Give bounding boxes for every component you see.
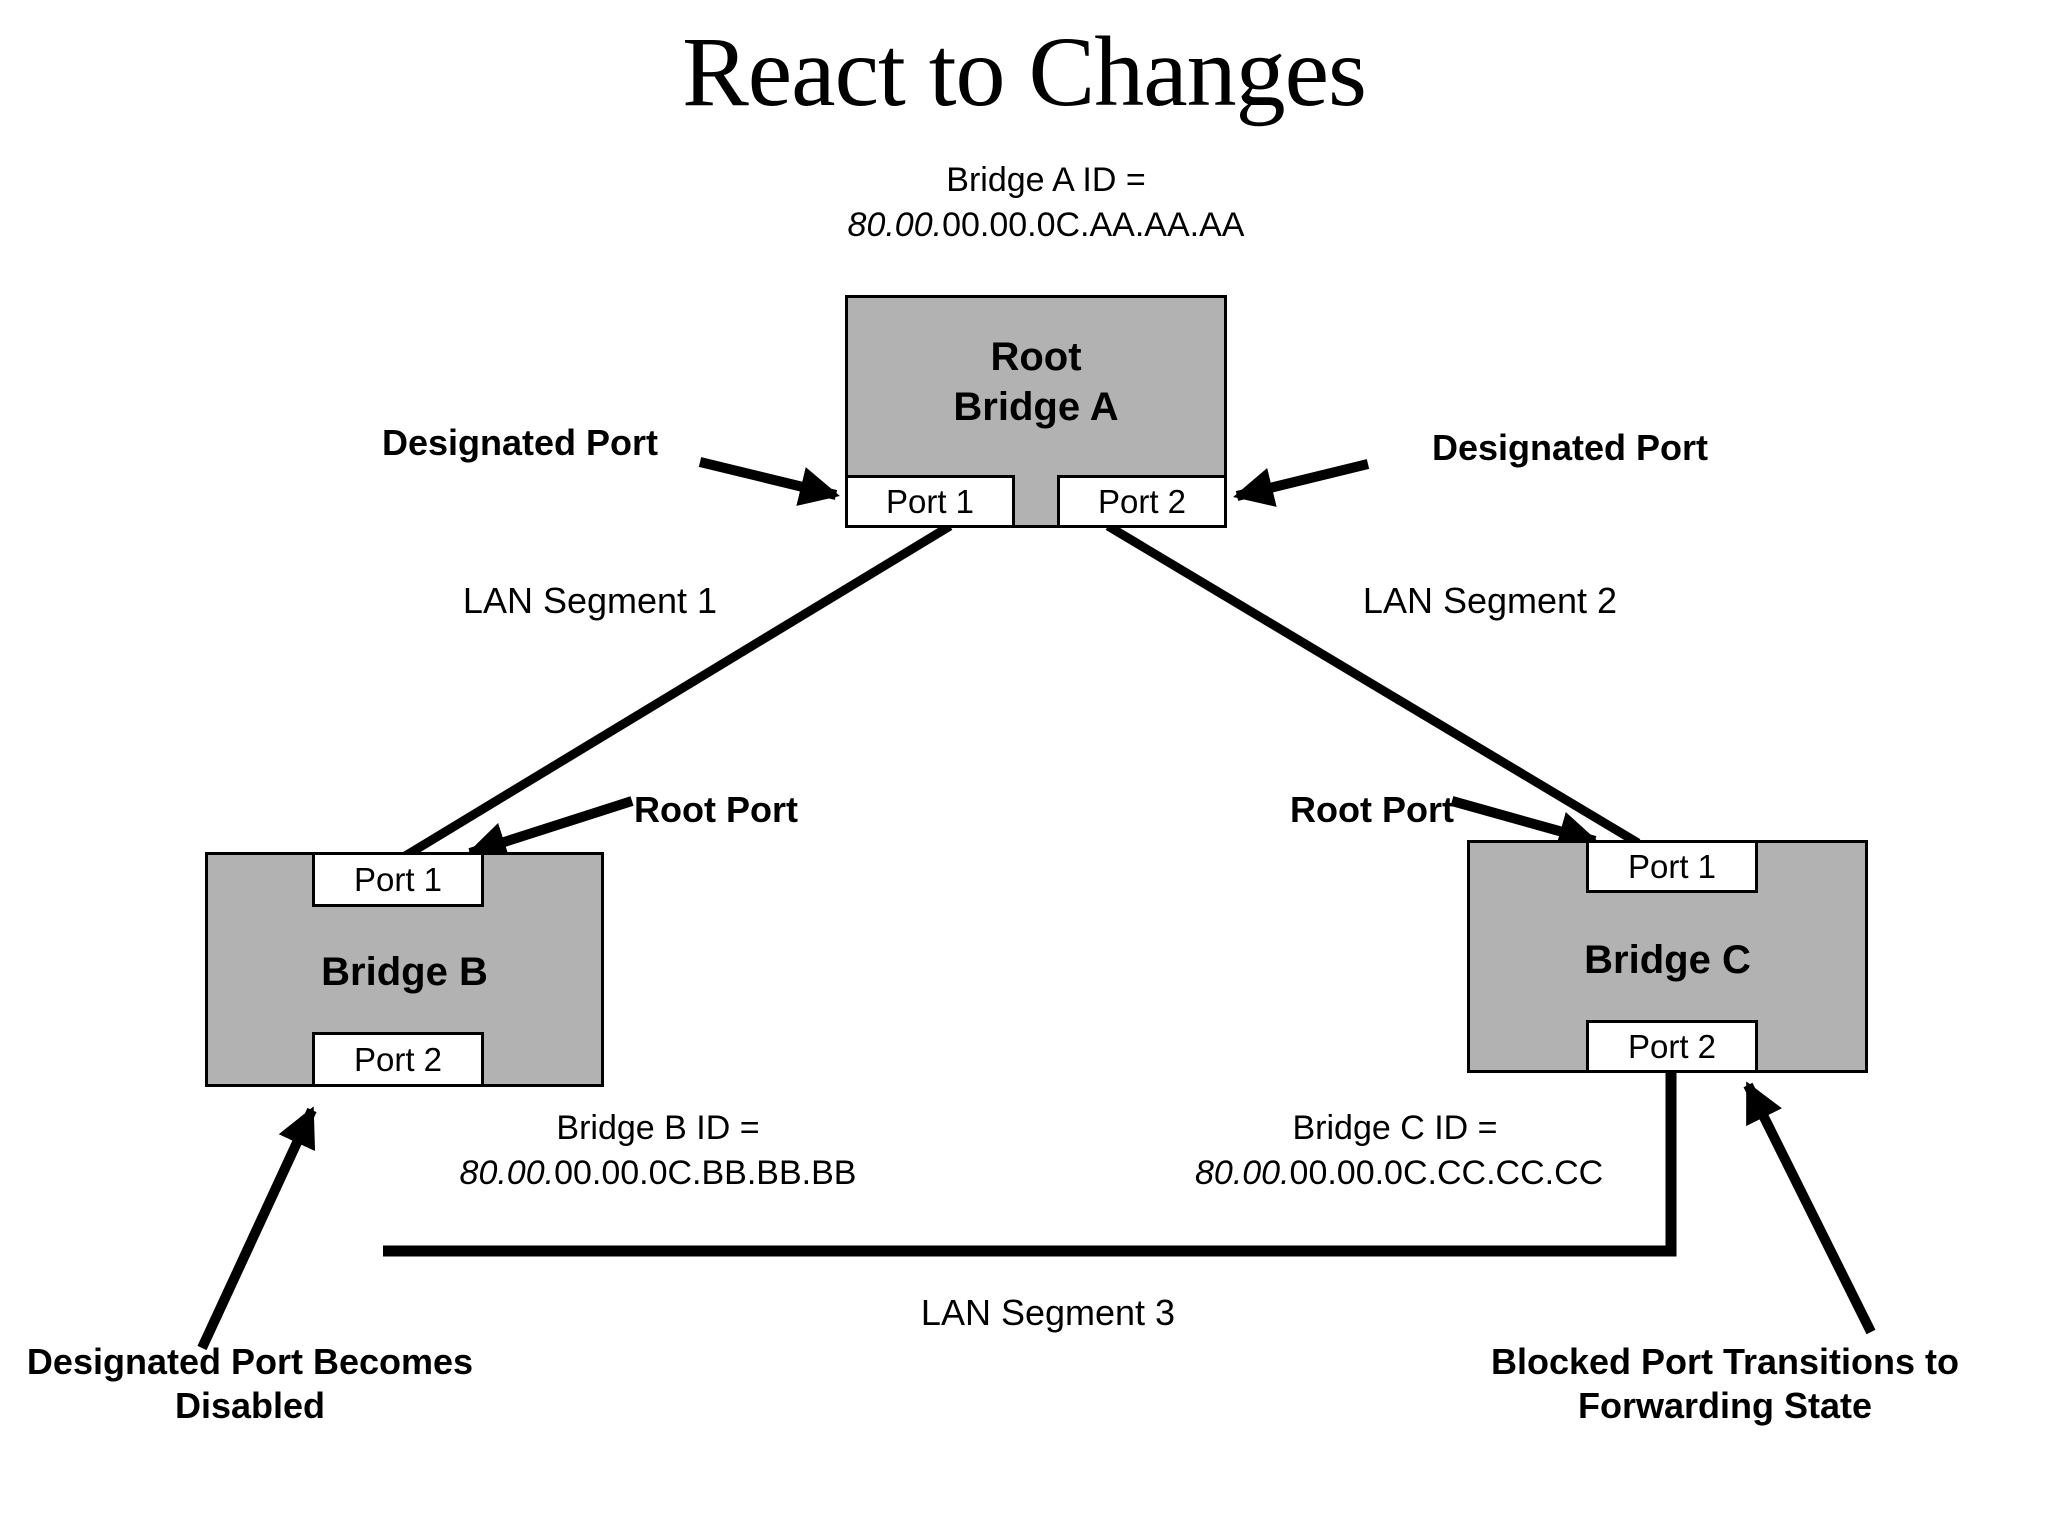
bridge-c-id-value: 80.00.00.00.0C.CC.CC.CC [1195,1153,1604,1192]
bridge-b-port2: Port 2 [312,1032,484,1087]
bridge-a-name: Root Bridge A [953,335,1119,429]
slide-title: React to Changes [682,16,1367,127]
root-port-left-label: Root Port [634,789,798,830]
bridge-c-name: Bridge C [1584,938,1751,982]
bridge-c-id-label: Bridge C ID = [1292,1109,1498,1147]
disabled-port-arrow [197,1106,317,1351]
bridge-b-box: Port 1 Bridge B Port 2 [205,852,604,1087]
lan-segment-1-label: LAN Segment 1 [462,580,718,621]
root-port-right-label: Root Port [1290,789,1454,830]
bridge-b-name: Bridge B [321,950,488,994]
bridge-a-id: Bridge A ID = 80.00.00.00.0C.AA.AA.AA [786,158,1306,248]
bridge-b-port1: Port 1 [312,852,484,907]
bridge-b-id-label: Bridge B ID = [556,1109,760,1147]
root-port-right-arrow [1450,796,1599,851]
bridge-a-id-label: Bridge A ID = [946,161,1146,199]
root-port-left-arrow [466,796,634,862]
designated-port-right-arrow [1233,459,1370,507]
bridge-c-port2: Port 2 [1586,1020,1758,1073]
bridge-a-id-value: 80.00.00.00.0C.AA.AA.AA [847,205,1245,244]
bridge-b-id-value: 80.00.00.00.0C.BB.BB.BB [459,1153,857,1192]
lan-segment-3-label: LAN Segment 3 [920,1292,1176,1333]
designated-port-disabled-label: Designated Port Becomes Disabled [26,1341,474,1426]
designated-port-left-label: Designated Port [381,422,659,463]
bridge-c-box: Port 1 Bridge C Port 2 [1467,840,1868,1073]
bridge-a-port1: Port 1 [845,475,1015,528]
bridge-a-box: Root Bridge A Port 1 Port 2 [845,295,1227,528]
designated-port-left-arrow [698,457,840,506]
blocked-port-transitions-label: Blocked Port Transitions to Forwarding S… [1490,1341,1960,1426]
bridge-c-port1: Port 1 [1586,840,1758,893]
bridge-a-port2: Port 2 [1057,475,1227,528]
blocked-port-arrow [1743,1081,1876,1335]
designated-port-right-label: Designated Port [1431,427,1709,468]
lan-segment-2-label: LAN Segment 2 [1362,580,1618,621]
bridge-b-id: Bridge B ID = 80.00.00.00.0C.BB.BB.BB [458,1106,858,1196]
bridge-c-id: Bridge C ID = 80.00.00.00.0C.CC.CC.CC [1195,1106,1604,1196]
